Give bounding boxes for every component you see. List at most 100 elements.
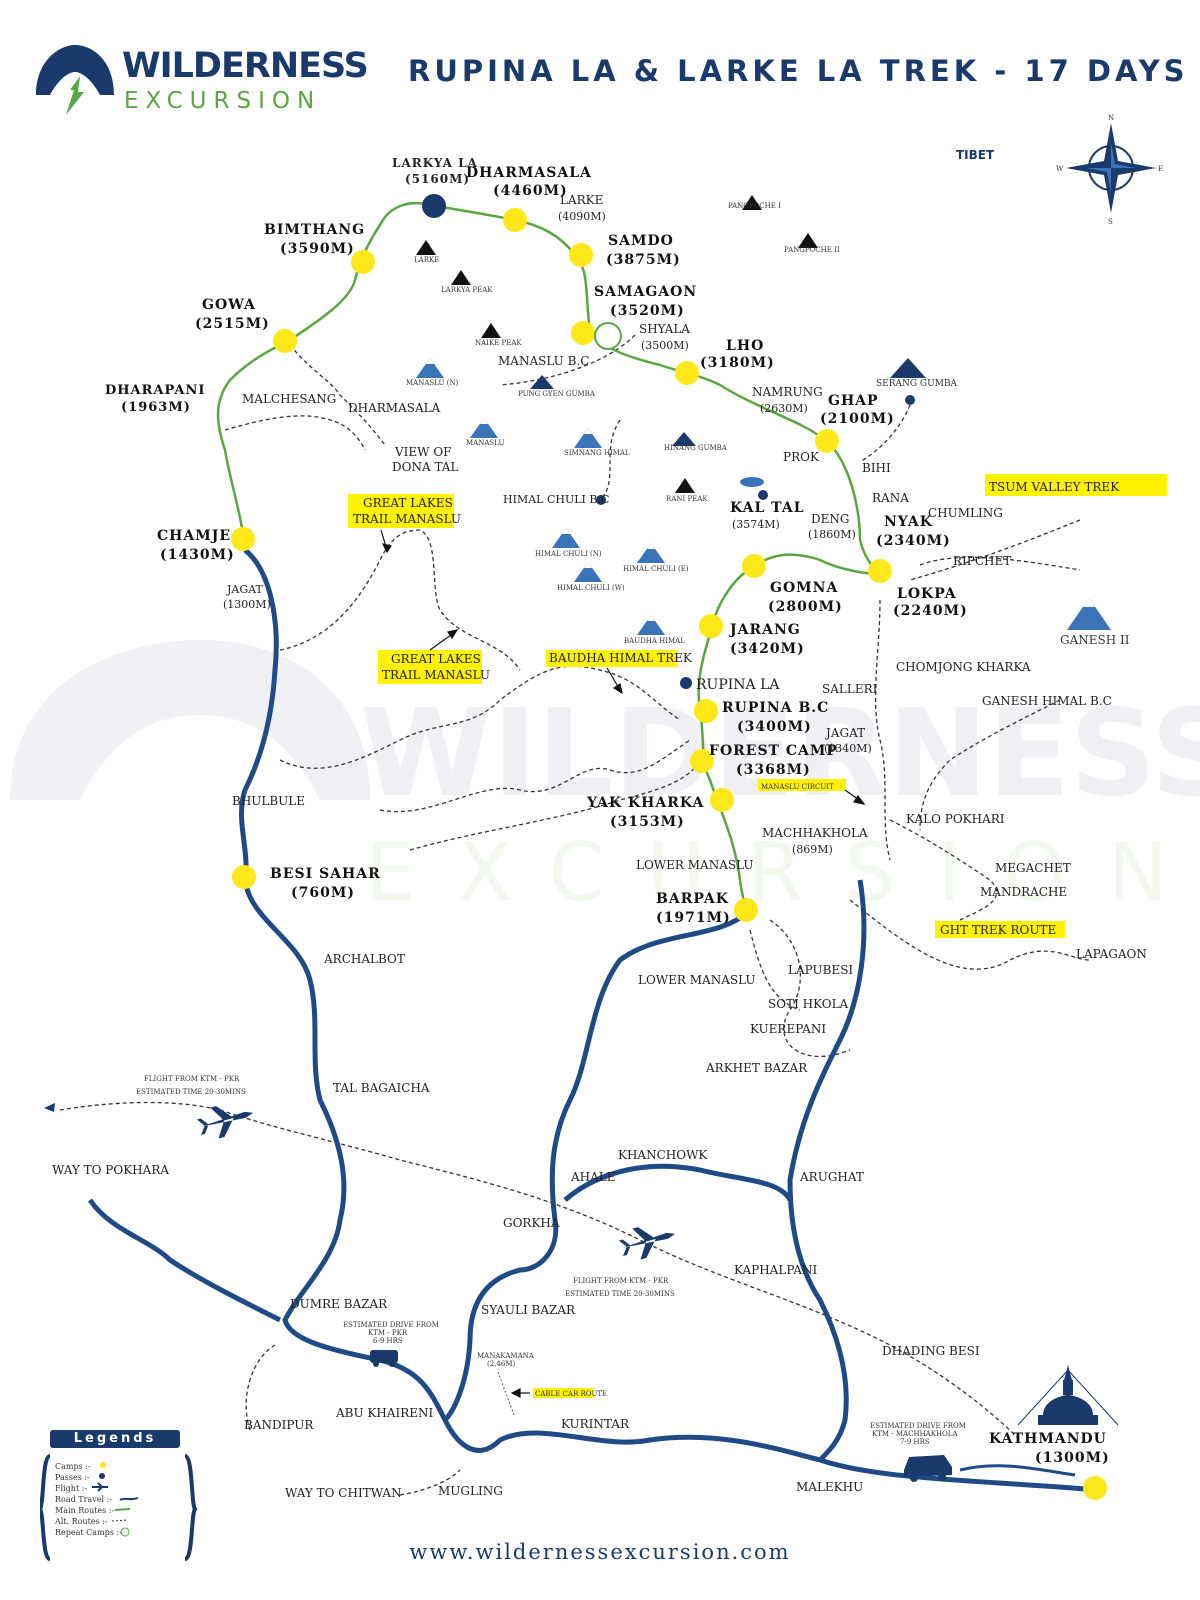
samagaon-alt: (3520M)	[610, 303, 685, 319]
namrung-label: NAMRUNG	[752, 385, 823, 399]
forest-camp-name: FOREST CAMP	[709, 743, 838, 759]
legend-main: Main Routes :-	[55, 1506, 115, 1515]
camp-besi-sahar[interactable]	[232, 865, 256, 889]
great-lakes-tag-2[interactable]	[378, 650, 482, 684]
way-to-chitwan-label: WAY TO CHITWAN	[285, 1486, 402, 1500]
brand-logo[interactable]: WILDERNESS EXCURSION	[30, 40, 369, 120]
ght-trek-tag[interactable]	[935, 921, 1065, 938]
camp-forest-camp[interactable]	[690, 749, 714, 773]
jagat2-label: JAGAT	[824, 726, 865, 740]
dumre-bazar-label: DUMRE BAZAR	[290, 1297, 388, 1311]
dharmasala-name: DHARMASALA	[466, 165, 592, 181]
camp-ghap[interactable]	[815, 429, 839, 453]
flight2-line2: ESTIMATED TIME 20-30MINS	[565, 1290, 675, 1298]
lho-name: LHO	[726, 338, 764, 354]
great-lakes-1a: GREAT LAKES	[363, 496, 453, 510]
kalo-pokhari-label: KALO POKHARI	[906, 812, 1005, 826]
barpak-name: BARPAK	[656, 891, 729, 907]
lapagaon-label: LAPAGAON	[1076, 947, 1147, 961]
naike-peak-icon	[481, 323, 501, 338]
legend-camps: Camps :-	[55, 1462, 91, 1471]
camp-nyak[interactable]	[868, 559, 892, 583]
deng-label: DENG	[811, 512, 849, 526]
camp-yak-kharka[interactable]	[710, 788, 734, 812]
gomna-name: GOMNA	[770, 580, 838, 596]
ghap-alt: (2100M)	[820, 411, 895, 427]
compass-icon: N S E W	[1056, 114, 1163, 226]
prok-label: PROK	[783, 450, 820, 464]
camp-gomna[interactable]	[742, 554, 766, 578]
drive1-line3: 6-9 HRS	[373, 1337, 403, 1345]
camp-jarang[interactable]	[699, 614, 723, 638]
kal-tal-label: KAL TAL	[730, 500, 805, 516]
rupina-bc-name: RUPINA B.C	[722, 700, 829, 716]
dharapani-name: DHARAPANI	[105, 383, 205, 398]
pung-gyen-label: PUNG GYEN GUMBA	[518, 390, 596, 398]
cable-car-tag[interactable]	[533, 1388, 593, 1398]
khanchowk-label: KHANCHOWK	[618, 1148, 708, 1162]
compass-e: E	[1158, 165, 1163, 173]
great-lakes-tag-1[interactable]	[348, 494, 454, 528]
samdo-alt: (3875M)	[606, 252, 681, 268]
bhulbule-label: BHULBULE	[232, 794, 305, 808]
camp-rupina-bc[interactable]	[694, 699, 718, 723]
camp-samdo[interactable]	[569, 243, 593, 267]
yak-kharka-alt: (3153M)	[610, 814, 685, 830]
compass-w: W	[1056, 165, 1064, 173]
samdo-name: SAMDO	[608, 233, 674, 249]
manaslu-icon	[470, 418, 498, 438]
camp-gowa[interactable]	[273, 329, 297, 353]
camp-dharmasala[interactable]	[503, 208, 527, 232]
camp-bimthang[interactable]	[351, 250, 375, 274]
rupina-bc-alt: (3400M)	[737, 719, 812, 735]
camp-kathmandu[interactable]	[1083, 1476, 1107, 1500]
himal-chuli-w-icon	[574, 562, 602, 582]
himal-chuli-n-label: HIMAL CHULI (N)	[535, 550, 602, 558]
yak-kharka-name: YAK KHARKA	[586, 795, 704, 811]
hinang-gumba-icon	[672, 432, 696, 446]
rana-label: RANA	[872, 491, 909, 505]
malchesang-label: MALCHESANG	[242, 392, 336, 406]
dona-tal-label: DONA TAL	[392, 460, 458, 474]
tsum-valley-tag[interactable]	[985, 474, 1167, 496]
manaslu-circuit-tag[interactable]	[758, 779, 846, 791]
lapubesi-label: LAPUBESI	[788, 963, 853, 977]
great-lakes-2a: GREAT LAKES	[391, 652, 481, 666]
samagaon-name: SAMAGAON	[594, 284, 697, 300]
camp-chamje[interactable]	[231, 527, 255, 551]
camp-barpak[interactable]	[734, 898, 758, 922]
manakamana-label: MANAKAMANA	[477, 1352, 535, 1360]
dharapani-alt: (1963M)	[121, 400, 191, 415]
bandipur-label: BANDIPUR	[244, 1418, 314, 1432]
brand-name: WILDERNESS	[122, 46, 369, 86]
pung-gyen-icon	[530, 375, 554, 389]
camp-lho[interactable]	[675, 361, 699, 385]
forest-camp-alt: (3368M)	[736, 762, 811, 778]
pass-dots	[422, 194, 915, 689]
bimthang-alt: (3590M)	[280, 241, 355, 257]
great-lakes-2b: TRAIL MANASLU	[382, 668, 490, 682]
nyak-alt: (2340M)	[876, 533, 951, 549]
syauli-bazar-label: SYAULI BAZAR	[481, 1303, 576, 1317]
kathmandu-alt: (1300M)	[1035, 1450, 1110, 1466]
tag-arrows	[380, 529, 866, 1398]
manaslu-circuit-text: MANASLU CIRCUIT	[761, 783, 834, 791]
mountain-logo-icon	[36, 45, 114, 115]
website-link[interactable]: www.wildernessexcursion.com	[409, 1540, 791, 1564]
drive1-line2: KTM - PKR	[368, 1329, 408, 1337]
legend-brackets	[40, 1454, 198, 1561]
ripchet-label: RIPCHET	[953, 554, 1011, 568]
peak-labels: PANGPOCHE I PANGPOCHE II LARKE LARKYA PE…	[406, 202, 1130, 647]
baudha-himal-trek-tag[interactable]	[546, 650, 678, 667]
besi-sahar-alt: (760M)	[291, 885, 355, 901]
kaphalpani-label: KAPHALPANI	[734, 1263, 817, 1277]
jagat-alt: (1300M)	[223, 598, 271, 611]
jarang-alt: (3420M)	[730, 641, 805, 657]
lower-manaslu-label: LOWER MANASLU	[636, 858, 754, 872]
serang-gumba-label: SERANG GUMBA	[876, 379, 958, 389]
camp-samagaon[interactable]	[571, 321, 595, 345]
himal-chuli-e-icon	[637, 543, 665, 563]
airplane-icons	[44, 1103, 676, 1260]
machhakhola-label: MACHHAKHOLA	[762, 826, 868, 840]
